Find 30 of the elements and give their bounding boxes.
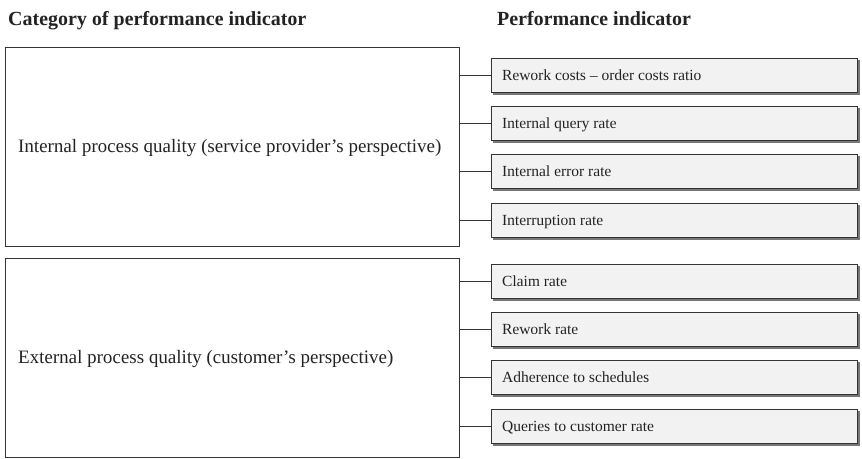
indicator-box: [491, 264, 858, 299]
indicator-text: Internal query rate: [502, 114, 616, 132]
connector-line: [460, 377, 492, 378]
connector-line: [460, 329, 492, 330]
indicator-box: [491, 154, 858, 189]
column-heading: Performance indicator: [497, 8, 691, 31]
indicator-text: Queries to customer rate: [502, 418, 654, 436]
indicator-box: [491, 409, 858, 444]
category-text: External process quality (customer’s perspective): [18, 346, 394, 370]
category-box: [5, 258, 460, 458]
connector-line: [460, 220, 492, 221]
connector-line: [460, 123, 492, 124]
indicator-box: [491, 58, 858, 93]
indicator-text: Internal error rate: [502, 162, 612, 180]
indicator-text: Rework rate: [502, 320, 578, 338]
connector-line: [460, 281, 492, 282]
indicator-box: [491, 203, 858, 238]
indicator-box: [491, 312, 858, 347]
connector-line: [460, 426, 492, 427]
indicator-box: [491, 360, 858, 395]
indicator-box: [491, 106, 858, 141]
indicator-text: Rework costs – order costs ratio: [502, 66, 702, 84]
connector-line: [460, 171, 492, 172]
indicator-text: Adherence to schedules: [502, 368, 650, 386]
category-text: Internal process quality (service provider’s perspective): [18, 134, 442, 159]
column-heading: Category of performance indicator: [8, 8, 306, 31]
connector-line: [460, 75, 492, 76]
category-box: [5, 47, 460, 247]
indicator-text: Interruption rate: [502, 212, 604, 230]
indicator-text: Claim rate: [502, 272, 567, 290]
